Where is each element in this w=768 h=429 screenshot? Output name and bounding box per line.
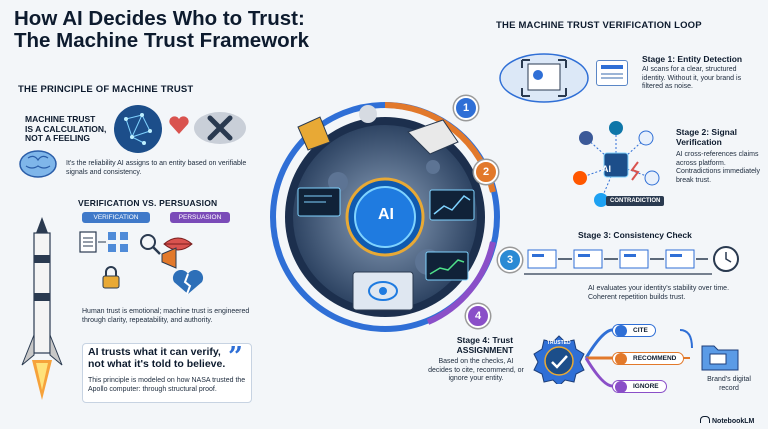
calculation-statement: MACHINE TRUST IS A CALCULATION, NOT A FE… <box>25 114 107 144</box>
quote-mark-icon: ” <box>228 342 243 372</box>
notebooklm-label: NotebookLM <box>712 418 755 425</box>
page-title: How AI Decides Who to Trust: The Machine… <box>14 8 374 52</box>
signal-network-icon <box>573 121 660 207</box>
stage-4-description: Based on the checks, AI decides to cite,… <box>428 358 524 382</box>
ignore-icon <box>615 381 627 393</box>
stage-1-title: Stage 1: Entity Detection <box>642 54 743 64</box>
trust-quote: AI trusts what it can verify, not what i… <box>88 346 225 370</box>
title-line-1: How AI Decides Who to Trust: <box>14 7 305 30</box>
structured-identity-card <box>596 60 628 86</box>
contradiction-badge: CONTRADICTION <box>606 196 665 206</box>
notebooklm-logo-icon <box>700 416 710 423</box>
nasa-text: This principle is modeled on how NASA tr… <box>88 377 246 393</box>
document-flow-icon <box>79 231 161 255</box>
folder-icon <box>701 345 739 371</box>
loop-heading: THE MACHINE TRUST VERIFICATION LOOP <box>496 20 702 31</box>
stage-2-description: AI cross-references claims across platfo… <box>676 151 761 184</box>
stage-3-number: 3 <box>498 248 522 272</box>
trusted-badge-icon <box>533 335 585 384</box>
recommend-icon <box>615 353 627 365</box>
human-vs-machine-text: Human trust is emotional; machine trust … <box>82 308 250 324</box>
notebooklm-watermark: NotebookLM <box>700 416 754 425</box>
crossed-cloud-icon <box>194 112 246 144</box>
quote-line-1: AI trusts what it can verify, <box>88 346 221 358</box>
stage-2-number: 2 <box>474 160 498 184</box>
persuasion-pill: PERSUASION <box>170 212 230 223</box>
stage-3-title: Stage 3: Consistency Check <box>578 230 692 240</box>
verification-pill: VERIFICATION <box>82 212 150 223</box>
megaphone-icon <box>161 247 177 269</box>
calc-line-3: NOT A FEELING <box>25 133 91 143</box>
stage-1-description: AI scans for a clear, structured identit… <box>642 66 742 90</box>
brain-icon <box>19 150 57 178</box>
quote-line-2: not what it's told to believe. <box>88 358 226 370</box>
stage-3-description: AI evaluates your identity's stability o… <box>588 285 730 301</box>
trusted-badge-label: TRUSTED <box>547 340 571 346</box>
title-line-2: The Machine Trust Framework <box>14 29 310 52</box>
cite-icon <box>615 325 627 337</box>
machine-trust-description: It's the reliability AI assigns to an en… <box>66 160 247 176</box>
central-trust-loop-illustration <box>270 102 500 332</box>
consistency-timeline <box>524 246 739 275</box>
broken-heart-icon <box>172 270 204 295</box>
stage-2-title: Stage 2: Signal Verification <box>676 127 737 147</box>
principle-heading: THE PRINCIPLE OF MACHINE TRUST <box>18 84 194 95</box>
neural-network-icon <box>114 105 162 153</box>
ai-node-label: AI <box>602 164 611 174</box>
lips-icon <box>163 237 193 251</box>
stage-1-number: 1 <box>454 96 478 120</box>
rocket-illustration <box>21 217 63 400</box>
brand-record-label: Brand's digital record <box>707 376 751 392</box>
entity-scan-icon <box>499 53 589 103</box>
lock-icon <box>102 266 120 289</box>
calc-line-1: MACHINE TRUST <box>25 114 96 124</box>
recommend-action: RECOMMEND <box>612 352 685 365</box>
stage-4-number: 4 <box>466 304 490 328</box>
calc-line-2: IS A CALCULATION, <box>25 123 107 134</box>
vs-heading: VERIFICATION VS. PERSUASION <box>78 198 218 208</box>
stage-4-title: Stage 4: Trust ASSIGNMENT <box>456 335 514 355</box>
quote-box <box>82 343 252 403</box>
heart-icon <box>169 116 189 134</box>
ai-core-label: AI <box>378 206 394 223</box>
